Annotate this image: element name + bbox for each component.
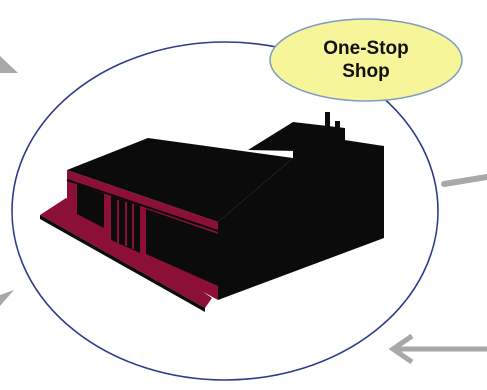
callout-label: One-Stop Shop: [272, 24, 460, 96]
store-building-icon: [40, 112, 384, 312]
arrow-right: [441, 174, 487, 187]
callout-line-2: Shop: [342, 61, 390, 82]
arrow-top-left: [0, 56, 18, 73]
shop-circle: [11, 41, 439, 381]
callout-line-1: One-Stop: [323, 38, 409, 59]
arrow-bottom-left: [0, 290, 14, 306]
arrow-bottom-right: [388, 333, 487, 365]
callout-bubble: [269, 18, 463, 102]
